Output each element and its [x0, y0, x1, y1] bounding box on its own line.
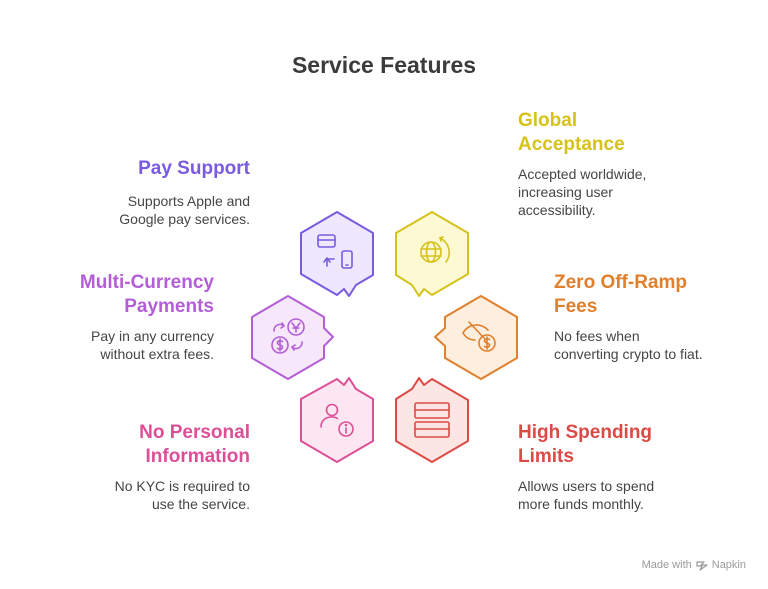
- no-personal-info-hexagon: [300, 377, 374, 463]
- pay-support-description: Supports Apple and Google pay services.: [119, 193, 250, 227]
- pay-support-title: Pay Support: [138, 158, 250, 179]
- multi-currency-title: Multi-Currency Payments: [79, 272, 214, 317]
- card-and-phone-icon: [317, 234, 353, 269]
- napkin-watermark[interactable]: Made with Napkin: [642, 559, 746, 571]
- multi-currency-feature: Multi-Currency Payments Pay in any curre…: [80, 271, 214, 363]
- user-info-icon: [320, 403, 354, 437]
- zero-off-ramp-feature: Zero Off-Ramp Fees No fees when converti…: [554, 271, 703, 363]
- globe-icon: [420, 236, 450, 263]
- multi-currency-description: Pay in any currency without extra fees.: [91, 328, 214, 362]
- no-fee-icon: [462, 321, 496, 352]
- high-spending-feature: High Spending Limits Allows users to spe…: [518, 421, 654, 513]
- no-personal-info-feature: No Personal Information No KYC is requir…: [115, 421, 250, 513]
- no-personal-info-description: No KYC is required to use the service.: [114, 478, 250, 512]
- global-acceptance-title: Global Acceptance: [518, 110, 625, 155]
- zero-off-ramp-title: Zero Off-Ramp Fees: [554, 272, 687, 317]
- high-spending-hexagon: [395, 377, 469, 463]
- pay-support-feature: Pay Support Supports Apple and Google pa…: [119, 157, 250, 228]
- multi-currency-hexagon: [251, 295, 334, 380]
- no-personal-info-title: No Personal Information: [139, 422, 250, 467]
- made-with-label: Made with: [641, 559, 692, 571]
- napkin-logo-icon: [696, 560, 708, 571]
- high-spending-description: Allows users to spend more funds monthly…: [518, 478, 655, 512]
- card-limit-icon: [414, 402, 450, 438]
- currency-exchange-icon: [271, 318, 305, 354]
- global-acceptance-description: Accepted worldwide, increasing user acce…: [518, 166, 647, 218]
- global-acceptance-hexagon: [395, 211, 469, 297]
- napkin-brand-label: Napkin: [711, 559, 746, 571]
- zero-off-ramp-description: No fees when converting crypto to fiat.: [554, 328, 703, 362]
- pay-support-hexagon: [300, 211, 374, 297]
- high-spending-title: High Spending Limits: [518, 422, 653, 467]
- page-title: Service Features: [291, 52, 477, 78]
- zero-off-ramp-hexagon: [434, 295, 518, 380]
- global-acceptance-feature: Global Acceptance Accepted worldwide, in…: [518, 109, 646, 219]
